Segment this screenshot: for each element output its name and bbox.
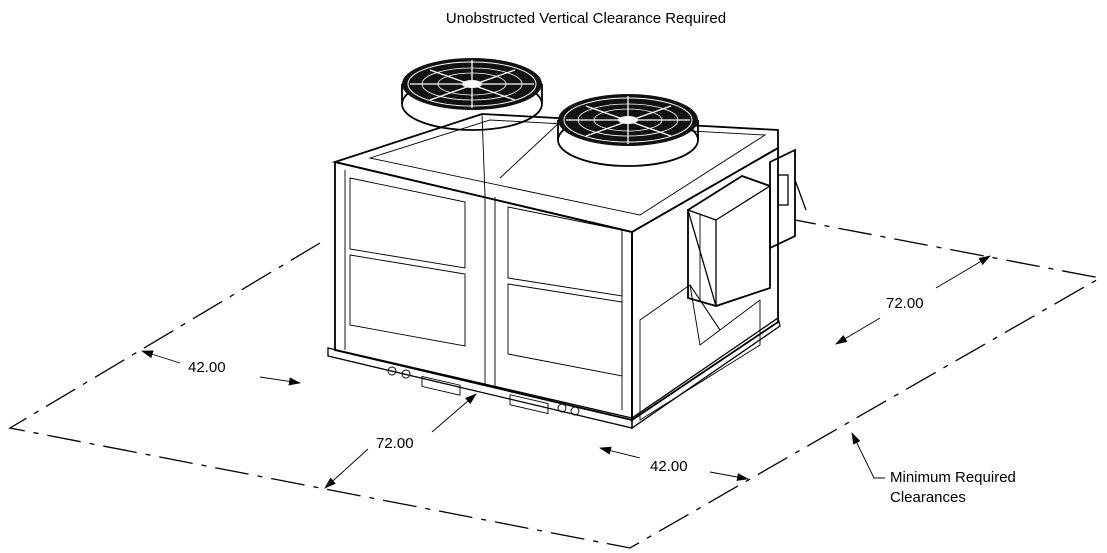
fan-left <box>401 58 543 131</box>
diagram-title: Unobstructed Vertical Clearance Required <box>446 10 726 27</box>
coil-grille-right-upper <box>507 206 623 297</box>
condensing-unit <box>327 58 807 430</box>
dimension-right-side-label: 72.00 <box>886 295 924 312</box>
unit-side-face <box>631 146 779 422</box>
clearance-callout: Minimum Required Clearances <box>851 432 1016 506</box>
coil-grille-left-upper <box>349 177 466 269</box>
coil-grille-left-lower <box>349 254 466 347</box>
fan-right <box>557 94 699 167</box>
dimension-front-right-label: 42.00 <box>650 458 688 475</box>
clearance-boundary <box>8 219 1102 549</box>
dimension-front-label: 72.00 <box>376 435 414 452</box>
dimension-left-side: 42.00 <box>141 350 301 386</box>
dimension-front-right: 42.00 <box>599 446 749 481</box>
dimension-front: 72.00 <box>324 393 477 489</box>
callout-line-2: Clearances <box>890 489 966 506</box>
dimension-left-side-label: 42.00 <box>188 359 226 376</box>
electrical-control-box <box>687 175 771 307</box>
coil-grille-right-lower <box>507 283 623 377</box>
disconnect-switch <box>769 148 807 250</box>
dimension-right-side: 72.00 <box>835 255 991 345</box>
callout-line-1: Minimum Required <box>890 469 1016 486</box>
